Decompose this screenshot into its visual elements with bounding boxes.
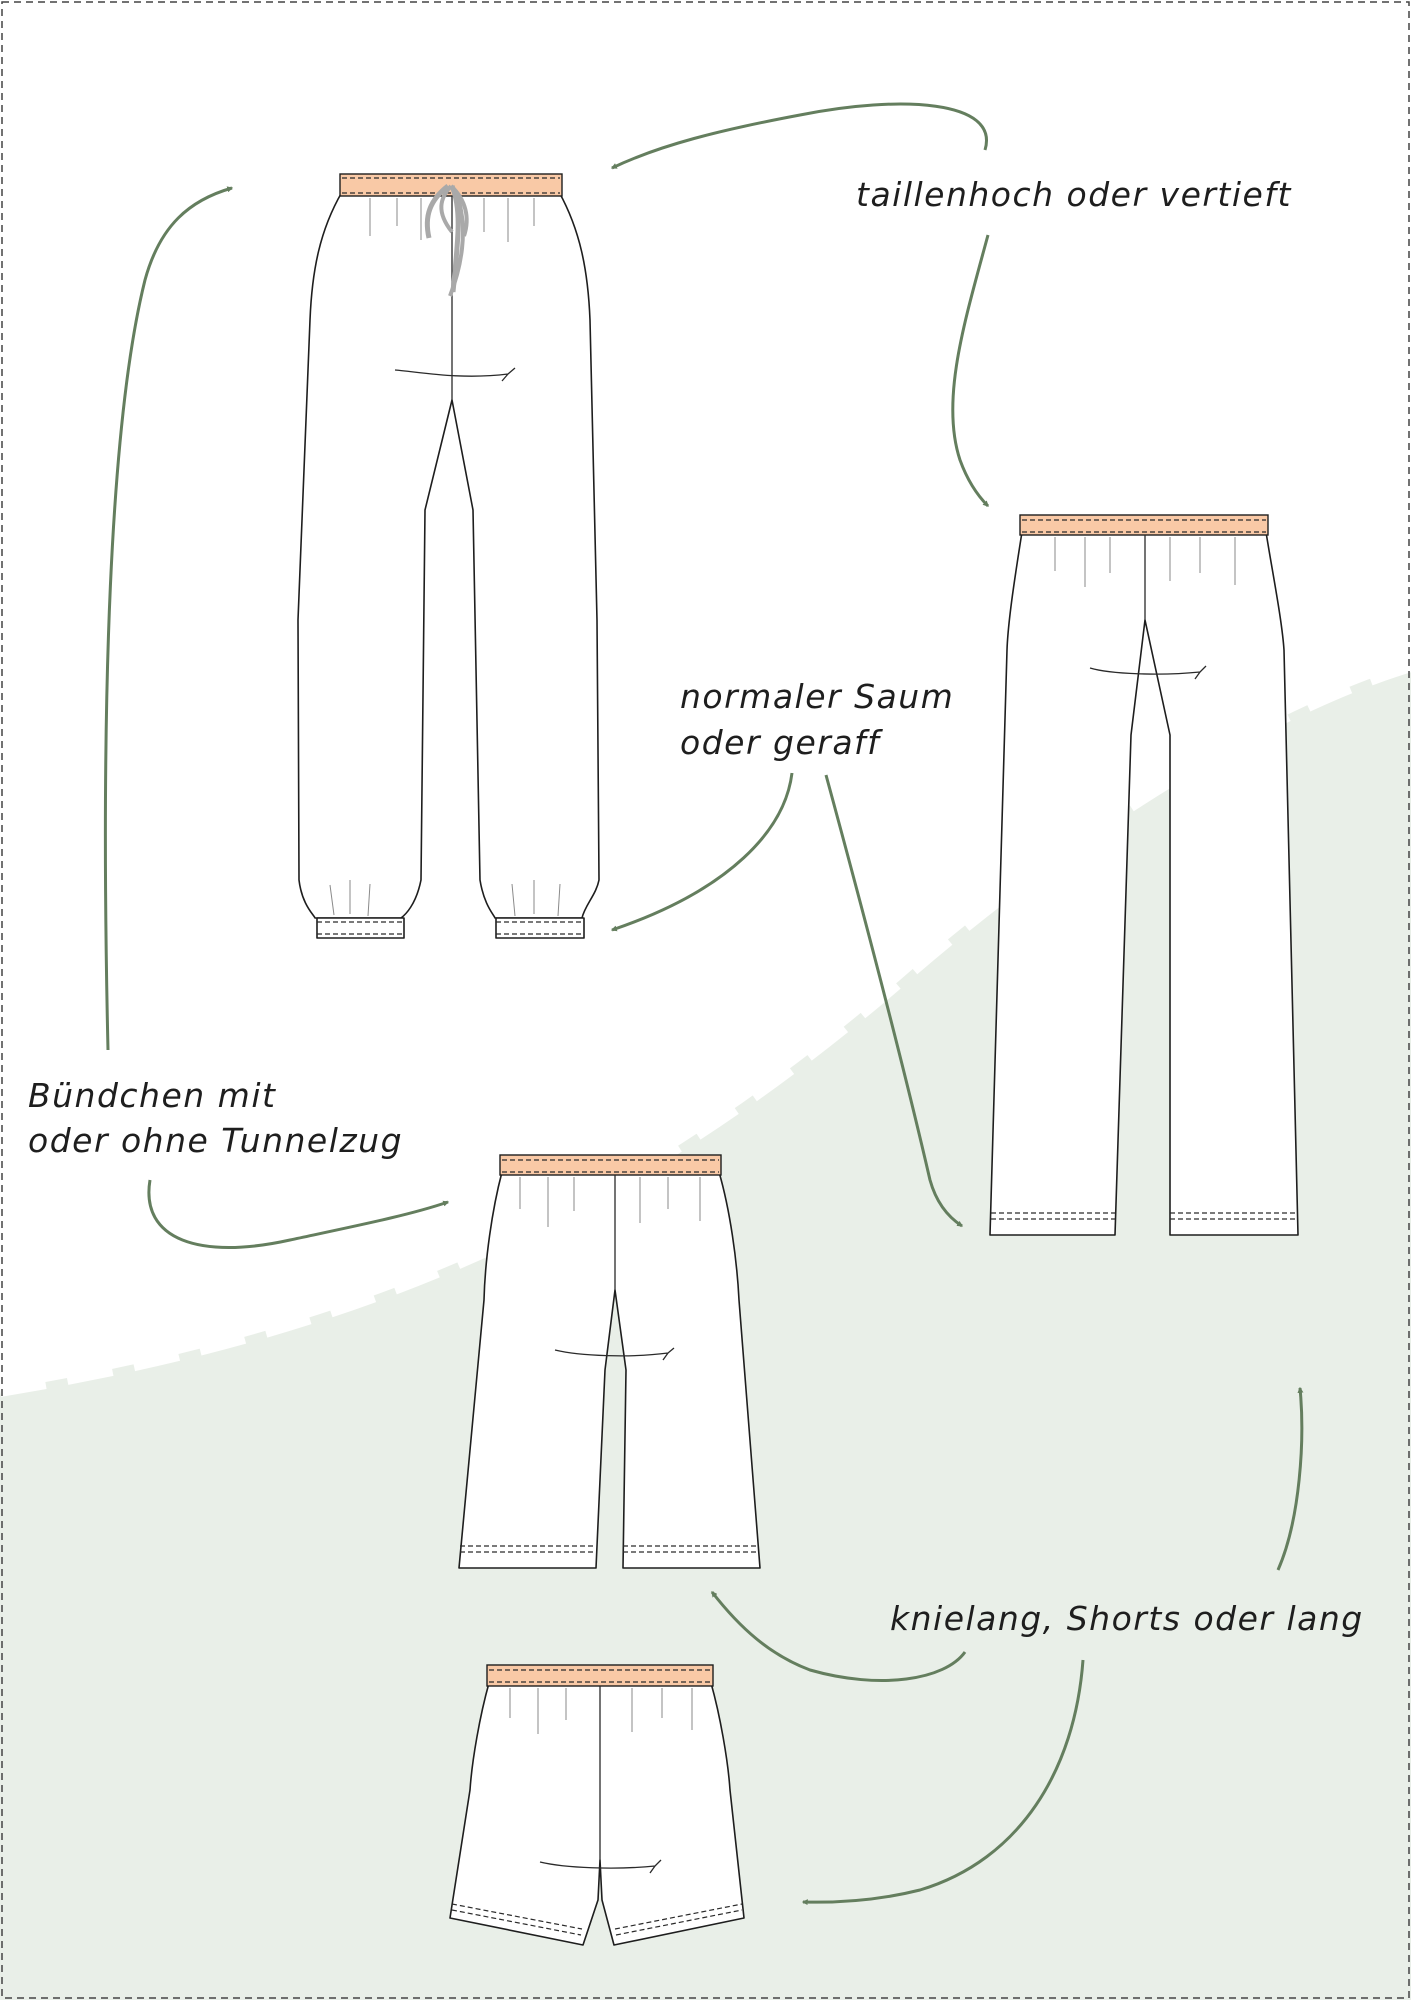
label-hem-option-line1: normaler Saum — [680, 677, 954, 716]
jogger-right-cuff — [495, 917, 585, 939]
label-length-option: knielang, Shorts oder lang — [890, 1599, 1364, 1638]
shorts-pocket-line — [539, 1859, 662, 1874]
arrow-to-straight-waist — [951, 234, 990, 508]
arrow-length-to-shorts — [801, 1659, 1085, 1906]
straight-waist-folds — [1054, 537, 1236, 587]
straight-pants-drawing — [989, 514, 1299, 1236]
arrow-length-to-knee — [710, 1591, 967, 1682]
jogger-waistband — [339, 173, 563, 197]
knee-waist-folds — [519, 1177, 701, 1227]
shorts-hem-stitch — [451, 1903, 743, 1936]
knee-hem-stitch — [460, 1545, 759, 1553]
shorts-drawing — [449, 1664, 745, 1946]
knee-pocket-line — [554, 1347, 675, 1361]
jogger-pants-drawing — [297, 173, 600, 939]
straight-waist-stitch — [1022, 519, 1266, 533]
shorts-waist-folds — [509, 1688, 693, 1734]
arrow-to-jogger-waist — [610, 102, 988, 170]
shorts-waist-stitch — [489, 1669, 711, 1683]
divider-dashed-line — [0, 658, 1411, 1397]
jogger-body-outline — [297, 191, 600, 919]
drawstring — [424, 184, 469, 297]
label-hem-option-line2: oder geraff — [680, 723, 883, 762]
label-waist-option: taillenhoch oder vertieft — [856, 175, 1292, 214]
shorts-waistband — [486, 1664, 714, 1687]
jogger-left-cuff — [316, 917, 405, 939]
annotation-arrows — [103, 102, 1304, 1906]
arrow-to-straight-hem — [824, 774, 964, 1228]
jogger-waist-stitch — [342, 177, 560, 194]
shorts-body-outline — [449, 1682, 745, 1946]
knee-pants-drawing — [458, 1154, 761, 1569]
jogger-cuff-stitch — [317, 921, 584, 935]
label-cuff-option-line1: Bündchen mit — [28, 1076, 276, 1115]
straight-pocket-line — [1089, 665, 1207, 680]
knee-waist-stitch — [502, 1159, 719, 1173]
arrow-length-to-straight — [1276, 1386, 1304, 1571]
arrow-cuff-to-knee — [147, 1179, 450, 1249]
jogger-pocket-line — [394, 367, 516, 382]
knee-body-outline — [458, 1171, 761, 1569]
arrow-to-jogger-cuff — [610, 772, 794, 932]
label-cuff-option-line2: oder ohne Tunnelzug — [28, 1121, 403, 1160]
straight-body-outline — [989, 531, 1299, 1236]
jogger-waist-folds — [369, 198, 535, 242]
jogger-cuff-gathers — [329, 880, 561, 917]
arrow-cuff-to-jogger — [103, 186, 234, 1051]
